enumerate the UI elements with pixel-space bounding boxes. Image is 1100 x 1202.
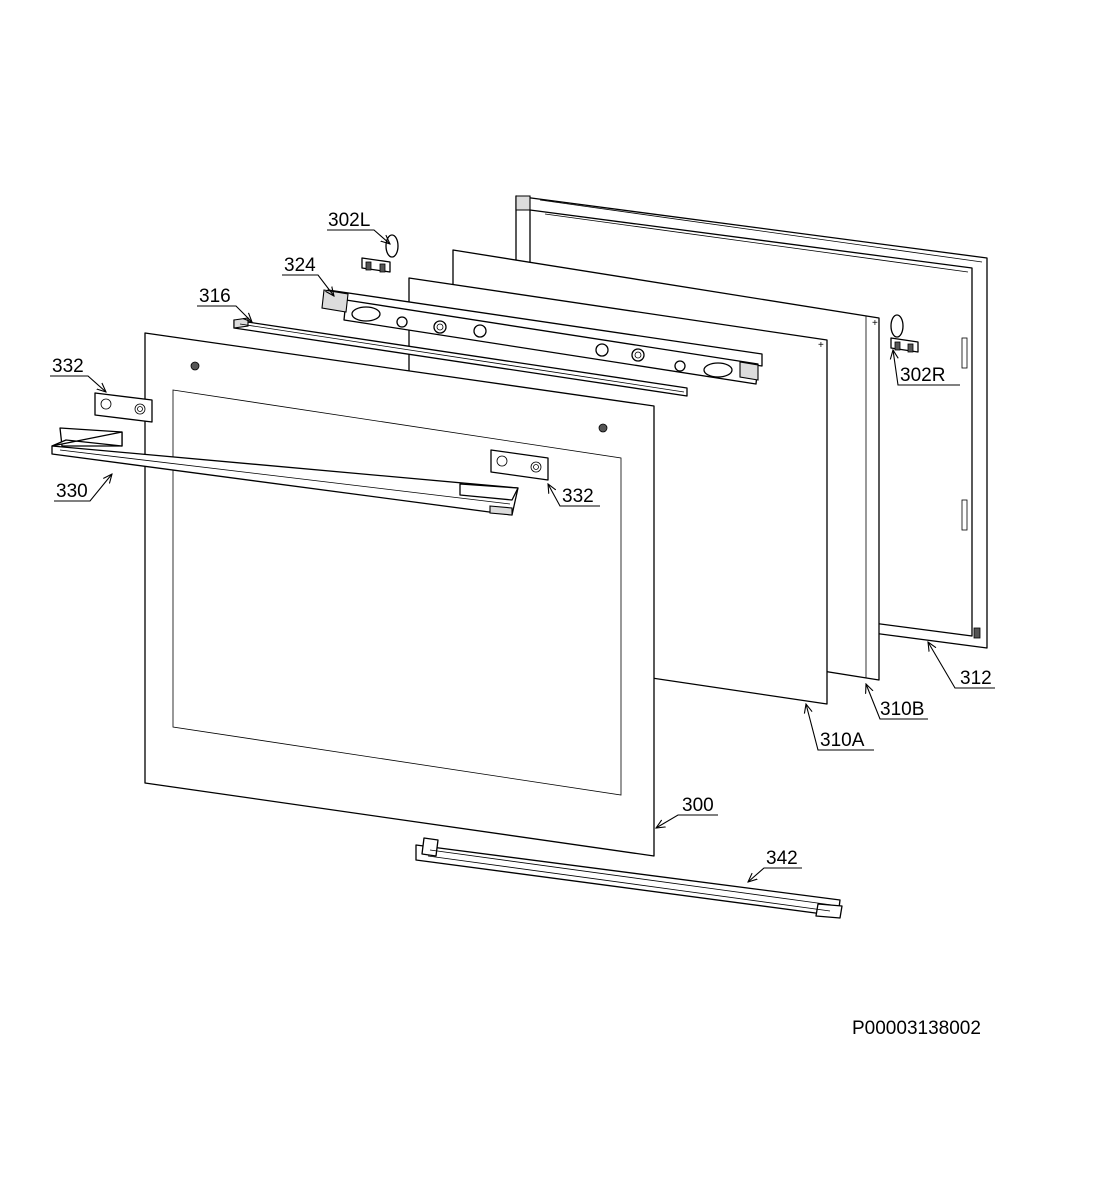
callout-330: 330: [56, 481, 88, 502]
part-300-outer-glass: [144, 332, 655, 857]
svg-text:+: +: [818, 340, 824, 351]
callout-312: 312: [960, 668, 992, 689]
part-324-bracket-bar: [321, 289, 763, 385]
callout-342: 342: [766, 848, 798, 869]
part-342-bottom-trim: [415, 837, 843, 919]
drawing-code: P00003138002: [852, 1018, 981, 1039]
callout-300: 300: [682, 795, 714, 816]
callout-316: 316: [199, 286, 231, 307]
callout-302R: 302R: [900, 365, 945, 386]
part-302L-hinge: [361, 234, 399, 273]
callout-302L: 302L: [328, 210, 370, 231]
part-316-seal-strip: [233, 317, 688, 397]
callout-310A: 310A: [820, 730, 865, 751]
callout-332-right: 332: [562, 486, 594, 507]
leader-lines: [50, 229, 995, 882]
svg-text:+: +: [872, 318, 878, 329]
callout-332-left: 332: [52, 356, 84, 377]
part-332-plate-right: [490, 449, 549, 481]
callout-310B: 310B: [880, 699, 924, 720]
part-332-plate-left: [94, 392, 153, 423]
part-330-handle: [51, 427, 519, 516]
callout-324: 324: [284, 255, 316, 276]
part-302R-hinge: [890, 314, 919, 353]
